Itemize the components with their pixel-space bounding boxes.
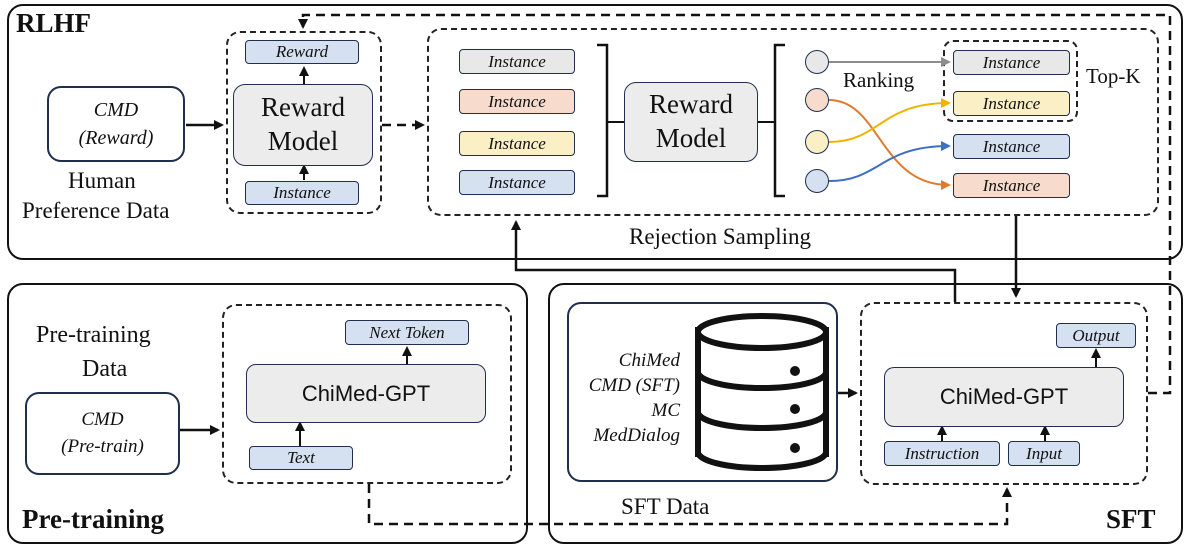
- pretraining-panel: [7, 283, 528, 544]
- rlhf-panel: [7, 4, 1183, 260]
- human-preference-label-1: Human: [68, 168, 136, 193]
- ranking-label: Ranking: [843, 68, 915, 92]
- ranked-instance-3: Instance: [953, 134, 1070, 159]
- sft-model-name: ChiMed-GPT: [939, 384, 1069, 409]
- rlhf-title: RLHF: [16, 8, 92, 38]
- ranked-instance-2: Instance: [953, 91, 1070, 116]
- sft-dataset-mc: MC: [651, 400, 681, 421]
- sft-panel: [548, 283, 1183, 544]
- sft-dataset-list: ChiMed CMD (SFT) MC MedDialog: [570, 348, 680, 448]
- sft-chimed-gpt-box: ChiMed-GPT: [884, 367, 1124, 427]
- reward-output-tag: Reward: [245, 40, 359, 64]
- instruction-tag: Instruction: [884, 441, 1000, 466]
- sample-instance-1: Instance: [459, 49, 575, 74]
- rank-circle-yellow: [805, 130, 829, 154]
- reward-model-2-line2: Model: [655, 123, 727, 153]
- cmd-reward-line1: CMD: [93, 99, 139, 121]
- pretraining-title: Pre-training: [22, 504, 164, 534]
- sft-data-label: SFT Data: [621, 494, 710, 519]
- topk-label: Top-K: [1086, 64, 1141, 88]
- ranked-instance-4: Instance: [953, 173, 1070, 198]
- sft-dataset-meddialog: MedDialog: [593, 425, 680, 446]
- cmd-reward-box: CMD (Reward): [47, 86, 185, 162]
- input-tag: Input: [1008, 441, 1080, 466]
- rank-circle-gray: [805, 50, 829, 74]
- topk-group: [943, 40, 1078, 122]
- sft-dataset-chimed: ChiMed: [618, 350, 680, 371]
- reward-input-instance-tag: Instance: [245, 181, 359, 205]
- sample-instance-3: Instance: [459, 131, 575, 156]
- ranked-instance-1: Instance: [953, 50, 1070, 75]
- cmd-reward-line2: (Reward): [78, 127, 154, 149]
- sample-instance-4: Instance: [459, 170, 575, 195]
- rejection-sampling-group: [427, 28, 1159, 216]
- reward-model-box: Reward Model: [233, 84, 373, 166]
- pretraining-model-group: [222, 304, 512, 484]
- cmd-pretrain-line1: CMD: [81, 408, 124, 430]
- reward-model-line1: Reward: [261, 92, 345, 123]
- reward-model-line2: Model: [267, 126, 339, 156]
- output-tag: Output: [1056, 323, 1136, 348]
- next-token-tag: Next Token: [345, 320, 469, 345]
- sft-title: SFT: [1106, 504, 1156, 534]
- pretraining-data-label-1: Pre-training: [36, 322, 151, 348]
- pretraining-data-label-2: Data: [82, 356, 128, 382]
- sft-model-group: [860, 302, 1148, 485]
- sample-instance-2: Instance: [459, 89, 575, 114]
- cmd-pretrain-box: CMD (Pre-train): [25, 392, 180, 475]
- rejection-sampling-label: Rejection Sampling: [629, 224, 812, 249]
- text-input-tag: Text: [249, 446, 353, 470]
- human-preference-label-2: Preference Data: [22, 198, 170, 223]
- reward-model-group: [226, 31, 382, 214]
- pretraining-chimed-gpt-box: ChiMed-GPT: [246, 364, 486, 423]
- rank-circle-blue: [805, 169, 829, 193]
- cmd-pretrain-line2: (Pre-train): [61, 435, 144, 457]
- reward-model-2-line1: Reward: [649, 89, 733, 120]
- database-icon: [695, 313, 829, 471]
- pretraining-model-name: ChiMed-GPT: [301, 380, 431, 406]
- sft-dataset-cmd: CMD (SFT): [588, 375, 680, 396]
- reward-model-2-box: Reward Model: [624, 82, 758, 162]
- rank-circle-peach: [805, 88, 829, 112]
